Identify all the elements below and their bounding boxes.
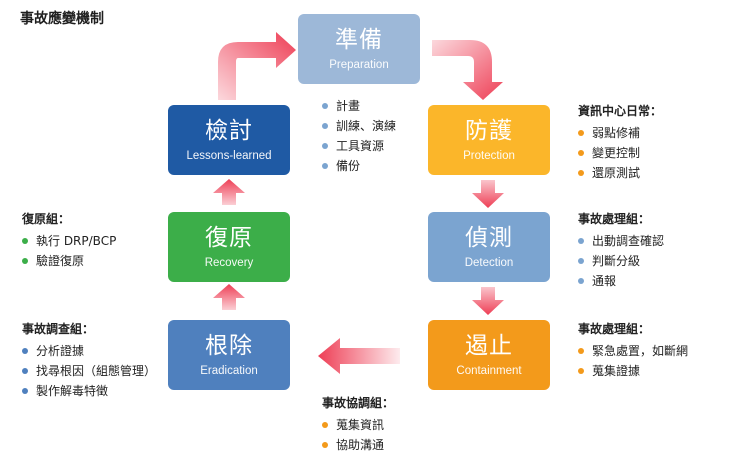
bullet-dot	[578, 347, 584, 354]
containment-group: 事故處理組： 緊急處置，如斷網 蒐集證據	[578, 320, 688, 381]
stage-containment-en: Containment	[456, 364, 522, 377]
stage-lessons-zh: 檢討	[205, 117, 253, 144]
list-item: 蒐集證據	[578, 361, 688, 381]
list-item: 計畫	[322, 96, 396, 116]
stage-protection: 防護 Protection	[428, 105, 550, 175]
stage-protection-zh: 防護	[465, 117, 513, 144]
stage-eradication: 根除 Eradication	[168, 320, 290, 390]
list-item: 工具資源	[322, 136, 396, 156]
bullet-dot	[578, 169, 584, 176]
list-item: 出動調查確認	[578, 231, 664, 251]
stage-containment-zh: 遏止	[465, 332, 513, 359]
detection-group-heading: 事故處理組：	[578, 212, 651, 226]
list-item: 訓練、演練	[322, 116, 396, 136]
stage-protection-en: Protection	[463, 149, 515, 162]
list-item: 通報	[578, 271, 664, 291]
stage-lessons-learned: 檢討 Lessons-learned	[168, 105, 290, 175]
stage-eradication-en: Eradication	[200, 364, 258, 377]
stage-containment: 遏止 Containment	[428, 320, 550, 390]
list-item: 找尋根因（組態管理）	[22, 361, 156, 381]
coordination-group: 事故協調組： 蒐集資訊 協助溝通	[322, 394, 394, 455]
stage-recovery-en: Recovery	[204, 256, 254, 269]
list-item: 還原測試	[578, 163, 662, 183]
list-item: 協助溝通	[322, 435, 394, 455]
list-item: 蒐集資訊	[322, 415, 394, 435]
stage-recovery-zh: 復原	[205, 224, 253, 251]
detection-group: 事故處理組： 出動調查確認 判斷分級 通報	[578, 210, 664, 291]
bullet-dot	[578, 237, 584, 244]
list-item: 製作解毒特徵	[22, 381, 156, 401]
recovery-group-heading: 復原組：	[22, 212, 71, 226]
investigation-group-heading: 事故調查組：	[22, 322, 95, 336]
list-item: 備份	[322, 156, 396, 176]
bullet-dot	[322, 122, 328, 129]
list-item: 變更控制	[578, 143, 662, 163]
recovery-group: 復原組： 執行 DRP/BCP 驗證復原	[22, 210, 116, 271]
bullet-dot	[578, 277, 584, 284]
arrow-preparation-to-protection	[432, 40, 503, 100]
stage-preparation-zh: 準備	[335, 26, 383, 53]
stage-eradication-zh: 根除	[205, 332, 253, 359]
bullet-dot	[322, 441, 328, 448]
bullet-dot	[322, 102, 328, 109]
arrow-recovery-to-lessons	[213, 179, 245, 205]
stage-lessons-en: Lessons-learned	[186, 149, 272, 162]
preparation-items-group: 計畫 訓練、演練 工具資源 備份	[322, 96, 396, 176]
arrow-protection-to-detection	[472, 180, 504, 208]
list-item: 判斷分級	[578, 251, 664, 271]
bullet-dot	[578, 367, 584, 374]
list-item: 緊急處置，如斷網	[578, 341, 688, 361]
bullet-dot	[322, 142, 328, 149]
bullet-dot	[578, 129, 584, 136]
list-item: 執行 DRP/BCP	[22, 231, 116, 251]
list-item: 弱點修補	[578, 123, 662, 143]
bullet-dot	[22, 347, 28, 354]
coordination-group-heading: 事故協調組：	[322, 396, 395, 410]
bullet-dot	[578, 257, 584, 264]
stage-recovery: 復原 Recovery	[168, 212, 290, 282]
arrow-containment-to-eradication	[318, 338, 400, 374]
investigation-group: 事故調查組： 分析證據 找尋根因（組態管理） 製作解毒特徵	[22, 320, 156, 401]
arrow-detection-to-containment	[472, 287, 504, 315]
list-item: 驗證復原	[22, 251, 116, 271]
stage-detection-en: Detection	[464, 256, 514, 269]
stage-detection-zh: 偵測	[465, 224, 513, 251]
containment-group-heading: 事故處理組：	[578, 322, 651, 336]
arrow-eradication-to-recovery	[213, 284, 245, 310]
stage-detection: 偵測 Detection	[428, 212, 550, 282]
bullet-dot	[22, 367, 28, 374]
stage-preparation: 準備 Preparation	[298, 14, 420, 84]
bullet-dot	[322, 162, 328, 169]
arrow-lessons-to-preparation	[218, 32, 296, 100]
page-title: 事故應變機制	[20, 11, 104, 27]
bullet-dot	[22, 257, 28, 264]
list-item: 分析證據	[22, 341, 156, 361]
protection-group: 資訊中心日常： 弱點修補 變更控制 還原測試	[578, 102, 662, 183]
bullet-dot	[22, 387, 28, 394]
protection-group-heading: 資訊中心日常：	[578, 104, 663, 118]
bullet-dot	[22, 237, 28, 244]
bullet-dot	[322, 421, 328, 428]
stage-preparation-en: Preparation	[329, 58, 389, 71]
bullet-dot	[578, 149, 584, 156]
